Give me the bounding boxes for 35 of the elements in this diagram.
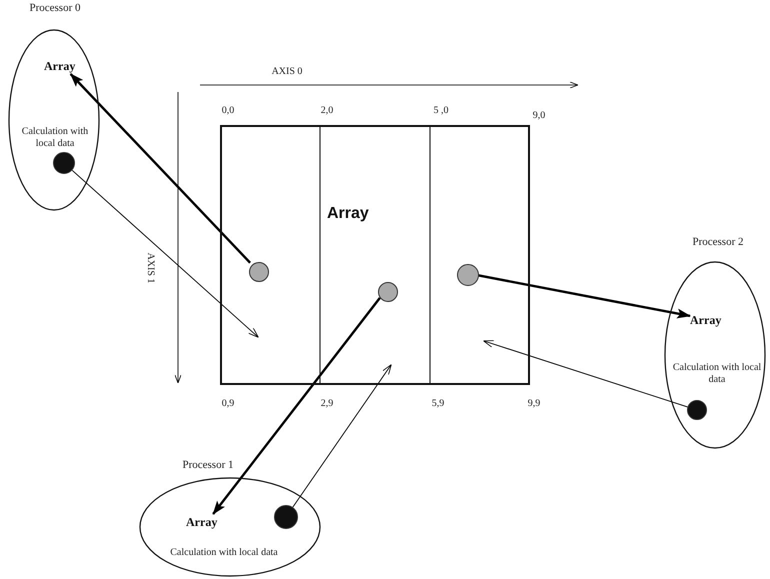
array-title: Array [327,205,370,223]
axis-label: AXIS 0 [270,66,304,78]
arrow [212,297,381,515]
arrow [292,364,392,508]
node-note: Calculation with local data [169,547,279,559]
data-dot [274,505,298,529]
node-note: Calculation with local data [672,362,762,386]
local-array-label: Array [44,58,82,74]
local-array-label: Array [690,312,732,328]
data-dot [687,400,707,420]
coordinate-label: 2,0 [320,105,334,117]
arrow [476,274,691,318]
coordinate-label: 0,9 [220,398,236,410]
arrow [70,73,251,264]
processor-heading: Processor 1 [181,459,235,471]
node-note: Calculation with local data [20,126,90,150]
coordinate-label: 2,9 [320,398,334,410]
coordinate-label: 0,0 [220,105,236,117]
local-array-label: Array [186,514,228,530]
array-box [220,125,530,385]
processor-ellipse [9,2,101,212]
arrow [483,340,688,408]
coordinate-label: 9,9 [526,398,542,410]
array-element-circle [457,264,479,286]
coordinate-label: 5 ,0 [432,105,450,117]
array-element-circle [378,282,398,302]
processor-ellipse [140,458,322,578]
processor-heading: Processor 2 [691,236,745,248]
coordinate-label: 5,9 [430,398,446,410]
data-dot [53,152,75,174]
array-element-circle [249,262,269,282]
axis-label: AXIS 1 [144,252,156,286]
coordinate-label: 9,0 [532,110,546,122]
arrow [72,170,259,338]
processor-heading: Processor 0 [28,2,82,14]
